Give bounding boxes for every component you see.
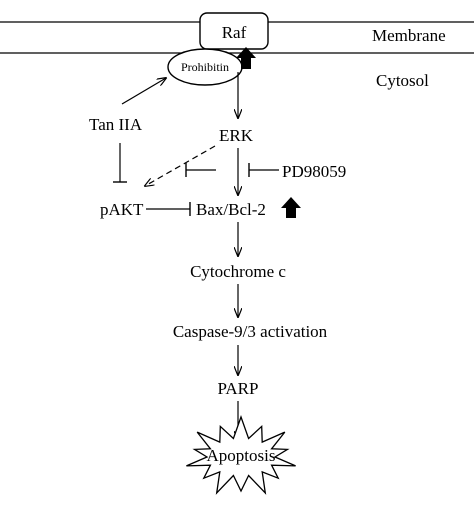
erk-label: ERK (219, 126, 254, 145)
membrane-label: Membrane (372, 26, 446, 45)
tan-iia-to-prohibitin-arrow (121, 78, 166, 105)
prohibitin-label: Prohibitin (181, 60, 229, 74)
pd98059-label: PD98059 (282, 162, 346, 181)
bax-bcl2-label: Bax/Bcl-2 (196, 200, 266, 219)
bax-upregulation-arrow-icon (281, 197, 301, 218)
apoptosis-starburst-icon (186, 415, 296, 495)
apoptosis-label: Apoptosis (207, 446, 276, 465)
parp-label: PARP (218, 379, 259, 398)
caspase-activation-label: Caspase-9/3 activation (173, 322, 328, 341)
upregulation-arrow-icon (236, 47, 256, 69)
cytosol-label: Cytosol (376, 71, 429, 90)
erk-to-pakt-dashed-arrow (145, 145, 216, 186)
tan-iia-label: Tan IIA (89, 115, 143, 134)
raf-box (199, 12, 269, 50)
raf-label: Raf (222, 23, 247, 42)
pakt-label: pAKT (100, 200, 144, 219)
cytochrome-c-label: Cytochrome c (190, 262, 286, 281)
